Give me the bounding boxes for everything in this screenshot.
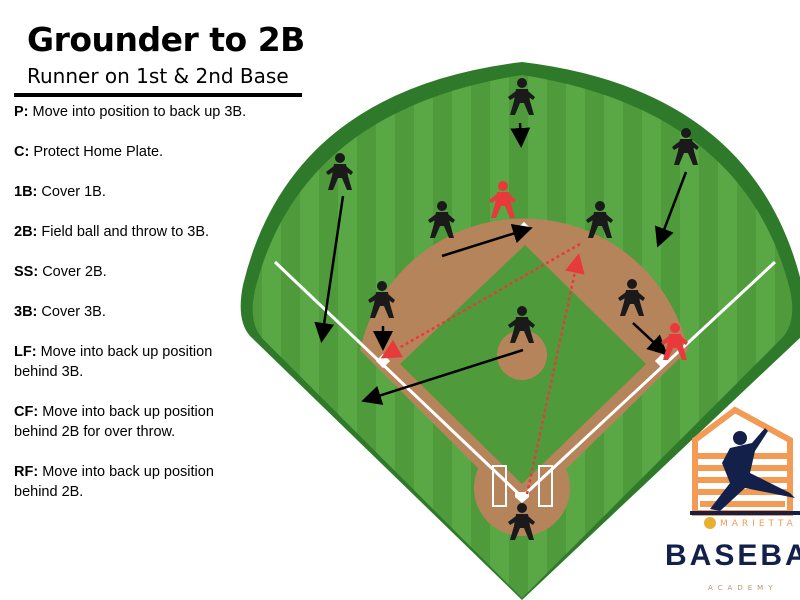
runner-first-figure <box>661 323 688 360</box>
logo-main-text: BASEBALL <box>665 539 800 572</box>
third-baseman-figure <box>368 281 395 318</box>
position-instructions: P: Move into position to back up 3B. C: … <box>14 102 259 522</box>
page-subtitle: Runner on 1st & 2nd Base <box>27 64 289 88</box>
pitchers-mound <box>497 330 547 380</box>
p-arrow <box>361 348 524 405</box>
pitcher-figure <box>508 306 535 343</box>
note-1b: 1B: Cover 1B. <box>14 184 106 200</box>
title-underline <box>14 93 302 97</box>
marietta-baseball-academy-logo: MARIETTA BASEBALL ACADEMY <box>660 405 800 600</box>
runner-second-figure <box>489 181 516 218</box>
rf-arrow <box>654 171 688 248</box>
logo-bottom-text: ACADEMY <box>708 584 777 592</box>
home-plate <box>515 492 529 503</box>
note-cf: CF: Move into back up position behind 2B… <box>14 404 214 440</box>
note-ss: SS: Cover 2B. <box>14 264 107 280</box>
logo-top-text: MARIETTA <box>720 519 797 529</box>
throw-paths <box>380 242 585 495</box>
catcher-backup-line <box>525 253 585 495</box>
catcher-figure <box>508 503 535 540</box>
note-c: C: Protect Home Plate. <box>14 144 164 160</box>
note-lf: LF: Move into back up position behind 3B… <box>14 344 213 380</box>
note-3b: 3B: Cover 3B. <box>14 304 106 320</box>
cf-arrow <box>510 122 531 148</box>
lf-arrow <box>314 195 345 343</box>
left-fielder-figure <box>326 153 353 190</box>
right-fielder-figure <box>672 128 699 165</box>
note-p: P: Move into position to back up 3B. <box>14 104 247 120</box>
throw-2b-to-3b <box>380 242 581 359</box>
2b-arrow <box>441 223 533 258</box>
first-baseman-figure <box>618 279 645 316</box>
note-rf: RF: Move into back up position behind 2B… <box>14 464 214 500</box>
center-fielder-figure <box>508 78 535 115</box>
movement-arrows <box>314 122 688 405</box>
foul-lines <box>273 260 777 499</box>
second-baseman-figure <box>428 201 455 238</box>
batters-boxes <box>492 465 553 507</box>
page-title: Grounder to 2B <box>27 20 305 59</box>
shortstop-figure <box>586 201 613 238</box>
note-2b: 2B: Field ball and throw to 3B. <box>14 224 210 240</box>
1b-arrow <box>632 322 668 356</box>
